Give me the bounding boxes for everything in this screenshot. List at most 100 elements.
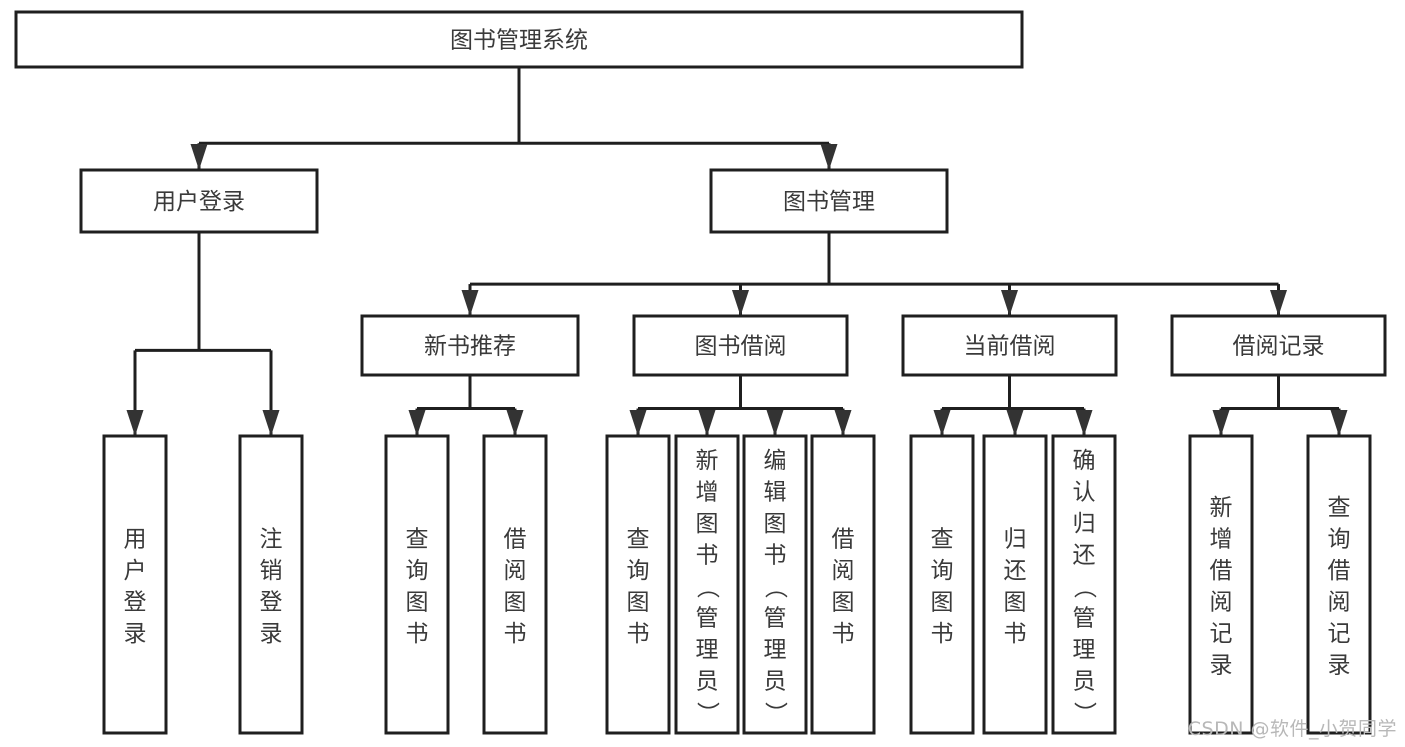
node-label-char: 记 [1328,621,1351,647]
node-label-char: 阅 [1210,590,1233,616]
node-n-user-login[interactable]: 用户登录 [79,168,319,234]
node-label-char: 图 [931,590,954,616]
node-box[interactable] [709,168,949,234]
arrow-head-icon [820,144,838,170]
node-n-book-borrow[interactable]: 图书借阅 [632,314,849,377]
node-box[interactable] [360,314,580,377]
node-label-char: 员 [1073,668,1096,694]
node-label-char: 员 [764,668,787,694]
node-box[interactable] [384,434,450,735]
node-box[interactable] [901,314,1118,377]
node-label-char: ） [1071,701,1097,724]
node-label-char: 归 [1073,511,1096,537]
node-label-char: 书 [832,621,855,647]
node-box[interactable] [605,434,671,735]
node-label-char: 理 [1073,637,1096,663]
arrow-head-icon [698,410,716,436]
arrow-head-icon [834,410,852,436]
node-label: 新书推荐 [424,334,516,360]
node-n-book-mgmt[interactable]: 图书管理 [709,168,949,234]
node-label-char: 增 [1210,527,1233,553]
node-label-char: 还 [1004,558,1027,584]
node-label-char: 图 [1004,590,1027,616]
node-n-borrow-record[interactable]: 借阅记录 [1170,314,1387,377]
arrow-head-icon [1006,410,1024,436]
node-label-char: 理 [764,637,787,663]
node-box[interactable] [238,434,304,735]
node-label-char: 管 [1073,605,1096,631]
node-label: 借阅记录 [1233,334,1325,360]
node-label-char: 员 [696,668,719,694]
node-label-char: 户 [124,558,147,584]
node-label-char: 录 [1210,653,1233,679]
node-label-char: 归 [1004,527,1027,553]
node-label-char: 图 [764,511,787,537]
node-label-char: 图 [504,590,527,616]
node-label-char: 阅 [504,558,527,584]
node-label-char: 询 [627,558,650,584]
node-box[interactable] [742,434,808,735]
node-box[interactable] [674,434,740,735]
node-box[interactable] [79,168,319,234]
arrow-head-icon [933,410,951,436]
node-label-char: 管 [764,605,787,631]
node-label-char: 录 [124,621,147,647]
node-label-char: 查 [1328,495,1351,521]
node-label-char: 书 [627,621,650,647]
node-box[interactable] [1306,434,1372,735]
node-label-char: 询 [1328,527,1351,553]
node-box[interactable] [102,434,168,735]
node-n-new-book-rec[interactable]: 新书推荐 [360,314,580,377]
node-label-char: 理 [696,637,719,663]
node-box[interactable] [909,434,975,735]
node-label-char: （ [1071,575,1097,598]
node-label-char: 增 [696,479,719,505]
node-box[interactable] [14,10,1024,69]
node-label: 图书管理系统 [450,28,588,54]
node-box[interactable] [1170,314,1387,377]
node-label-char: 书 [696,542,719,568]
node-box[interactable] [810,434,876,735]
node-box[interactable] [1051,434,1117,735]
arrow-head-icon [1075,410,1093,436]
arrow-head-icon [262,410,280,436]
node-n-current-borrow[interactable]: 当前借阅 [901,314,1118,377]
node-box[interactable] [482,434,548,735]
node-root[interactable]: 图书管理系统 [14,10,1024,69]
node-label-char: 用 [124,527,147,553]
node-layer: 图书管理系统用户登录图书管理新书推荐图书借阅当前借阅借阅记录用户登录注销登录查询… [14,10,1387,735]
node-box[interactable] [982,434,1048,735]
node-label-char: 注 [260,527,283,553]
arrow-head-icon [461,290,479,316]
arrow-head-icon [1270,290,1287,316]
node-label-char: 借 [504,527,527,553]
node-label-char: 图 [627,590,650,616]
arrow-head-icon [126,410,144,436]
node-label-char: 登 [124,590,147,616]
node-box[interactable] [1188,434,1254,735]
node-label: 用户登录 [153,189,245,215]
node-box[interactable] [632,314,849,377]
node-label-char: 询 [931,558,954,584]
node-label-char: 阅 [832,558,855,584]
arrow-head-icon [506,410,524,436]
node-label-char: 书 [1004,621,1027,647]
arrow-head-icon [408,410,426,436]
arrow-head-icon [1001,290,1018,316]
node-label-char: 新 [696,448,719,474]
node-l-user-login[interactable]: 用户登录 [102,434,168,735]
